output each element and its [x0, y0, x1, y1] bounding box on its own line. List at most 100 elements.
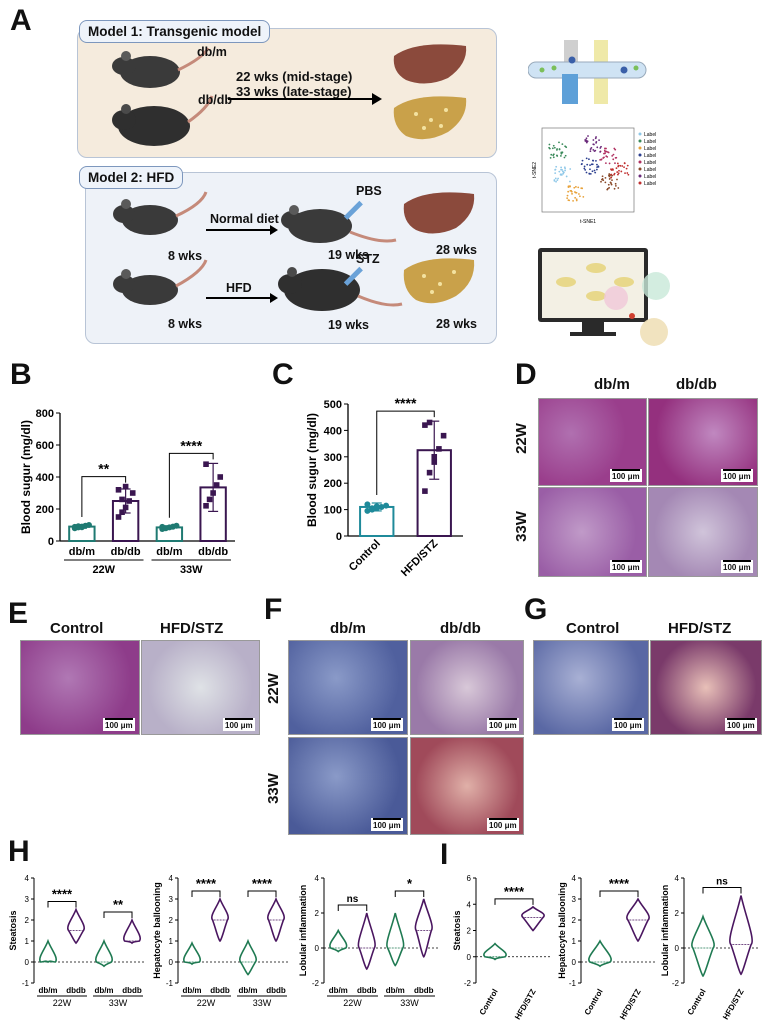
y-tick-label: 0	[336, 531, 342, 543]
data-point	[364, 501, 371, 508]
tsne-point	[598, 139, 600, 141]
violin	[386, 912, 405, 967]
data-point	[126, 498, 132, 504]
group-label: 33W	[400, 998, 419, 1008]
f-col-dbm: db/m	[330, 620, 366, 637]
y-tick-label: 1	[25, 937, 30, 946]
y-tick-label: 0	[315, 944, 320, 953]
tsne-legend-dot	[638, 139, 642, 143]
data-point	[431, 459, 438, 465]
tsne-point	[604, 176, 607, 179]
tsne-point	[615, 167, 618, 170]
x-tick-label: db/m	[329, 986, 348, 995]
tsne-point	[617, 187, 620, 189]
group-label: 22W	[92, 564, 115, 575]
tsne-point	[567, 190, 570, 193]
tsne-point	[611, 168, 614, 171]
model2-title: Model 2: HFD	[79, 166, 184, 189]
y-axis-label: Hepatocyte ballooning	[557, 882, 567, 979]
tsne-point	[592, 159, 595, 162]
tsne-point	[552, 154, 555, 157]
tsne-point	[584, 168, 587, 171]
tsne-point	[616, 178, 618, 181]
f-row-22w: 22W	[264, 673, 282, 704]
significance-label: **	[113, 897, 124, 912]
data-point	[122, 504, 129, 511]
y-tick-label: 3	[25, 895, 30, 904]
x-tick-label: dbdb	[122, 986, 142, 995]
tsne-point	[572, 199, 574, 202]
tsne-point	[612, 158, 615, 161]
y-tick-label: 3	[572, 895, 577, 904]
y-tick-label: -2	[672, 979, 680, 988]
tsne-point	[617, 165, 620, 168]
y-tick-label: 1	[169, 937, 174, 946]
f-col-dbdb: db/db	[440, 620, 481, 637]
tsne-point	[549, 156, 552, 159]
tsne-point	[562, 171, 565, 174]
y-tick-label: 0	[675, 944, 680, 953]
y-tick-label: 2	[467, 927, 472, 936]
tsne-point	[595, 159, 597, 162]
data-point	[426, 469, 433, 476]
tsne-point	[553, 179, 556, 182]
microfluidic-icon	[528, 40, 647, 104]
y-tick-label: 4	[467, 900, 472, 909]
tsne-point	[589, 172, 592, 175]
d-img-dbdb-33w: 100 μm	[648, 487, 758, 577]
tsne-legend-label: Label	[644, 153, 656, 159]
tsne-point	[596, 163, 598, 166]
age-start-1: 8 wks	[168, 249, 203, 263]
liver-icon	[403, 192, 475, 234]
f-img-dbdb-22w: 100 μm	[410, 640, 524, 735]
y-axis-label: Hepatocyte ballooning	[152, 882, 162, 979]
tsne-point	[555, 180, 557, 183]
tsne-point	[608, 186, 610, 189]
tsne-point	[573, 186, 576, 189]
g-img-control: 100 μm	[533, 640, 649, 735]
tsne-point	[583, 165, 586, 168]
y-tick-label: 2	[169, 916, 174, 925]
x-tick-label: db/m	[182, 986, 201, 995]
x-tick-label: db/m	[386, 986, 405, 995]
d-img-dbm-33w: 100 μm	[538, 487, 647, 577]
data-point	[210, 490, 216, 496]
significance-bracket	[47, 901, 77, 908]
syringe-icon	[343, 200, 363, 220]
data-point	[119, 509, 125, 515]
tsne-point	[562, 172, 564, 175]
f-img-dbdb-33w: 100 μm	[410, 737, 524, 835]
group-label: 33W	[180, 564, 203, 575]
g-img-hfdstz: 100 μm	[650, 640, 762, 735]
x-tick-label: Control	[686, 988, 708, 1017]
model1-title: Model 1: Transgenic model	[79, 20, 271, 43]
violin	[626, 897, 650, 943]
tsne-point	[564, 154, 567, 157]
tsne-legend-label: Label	[644, 139, 656, 145]
violin	[183, 941, 201, 966]
g-col-control: Control	[566, 620, 620, 637]
tsne-point	[585, 157, 588, 160]
significance-bracket	[191, 890, 221, 897]
significance-label: ****	[609, 876, 630, 891]
data-point	[436, 446, 442, 452]
tsne-point	[575, 199, 578, 202]
tsne-point	[570, 190, 573, 193]
model2-mice	[113, 191, 403, 311]
tsne-point	[571, 192, 573, 195]
tsne-point	[610, 176, 612, 179]
y-tick-label: 0	[48, 536, 54, 548]
tsne-legend-dot	[638, 167, 642, 171]
violin	[521, 905, 545, 932]
tsne-point	[626, 172, 629, 174]
x-tick-label: HFD/STZ	[618, 987, 643, 1021]
mouse-icon	[113, 259, 208, 305]
tsne-point	[606, 155, 609, 158]
age-inject-2: 19 wks	[328, 318, 370, 332]
tsne-point	[569, 189, 572, 192]
group-label: 33W	[253, 998, 272, 1008]
tsne-legend-dot	[638, 160, 642, 164]
violin	[414, 898, 433, 958]
data-point	[373, 503, 380, 510]
